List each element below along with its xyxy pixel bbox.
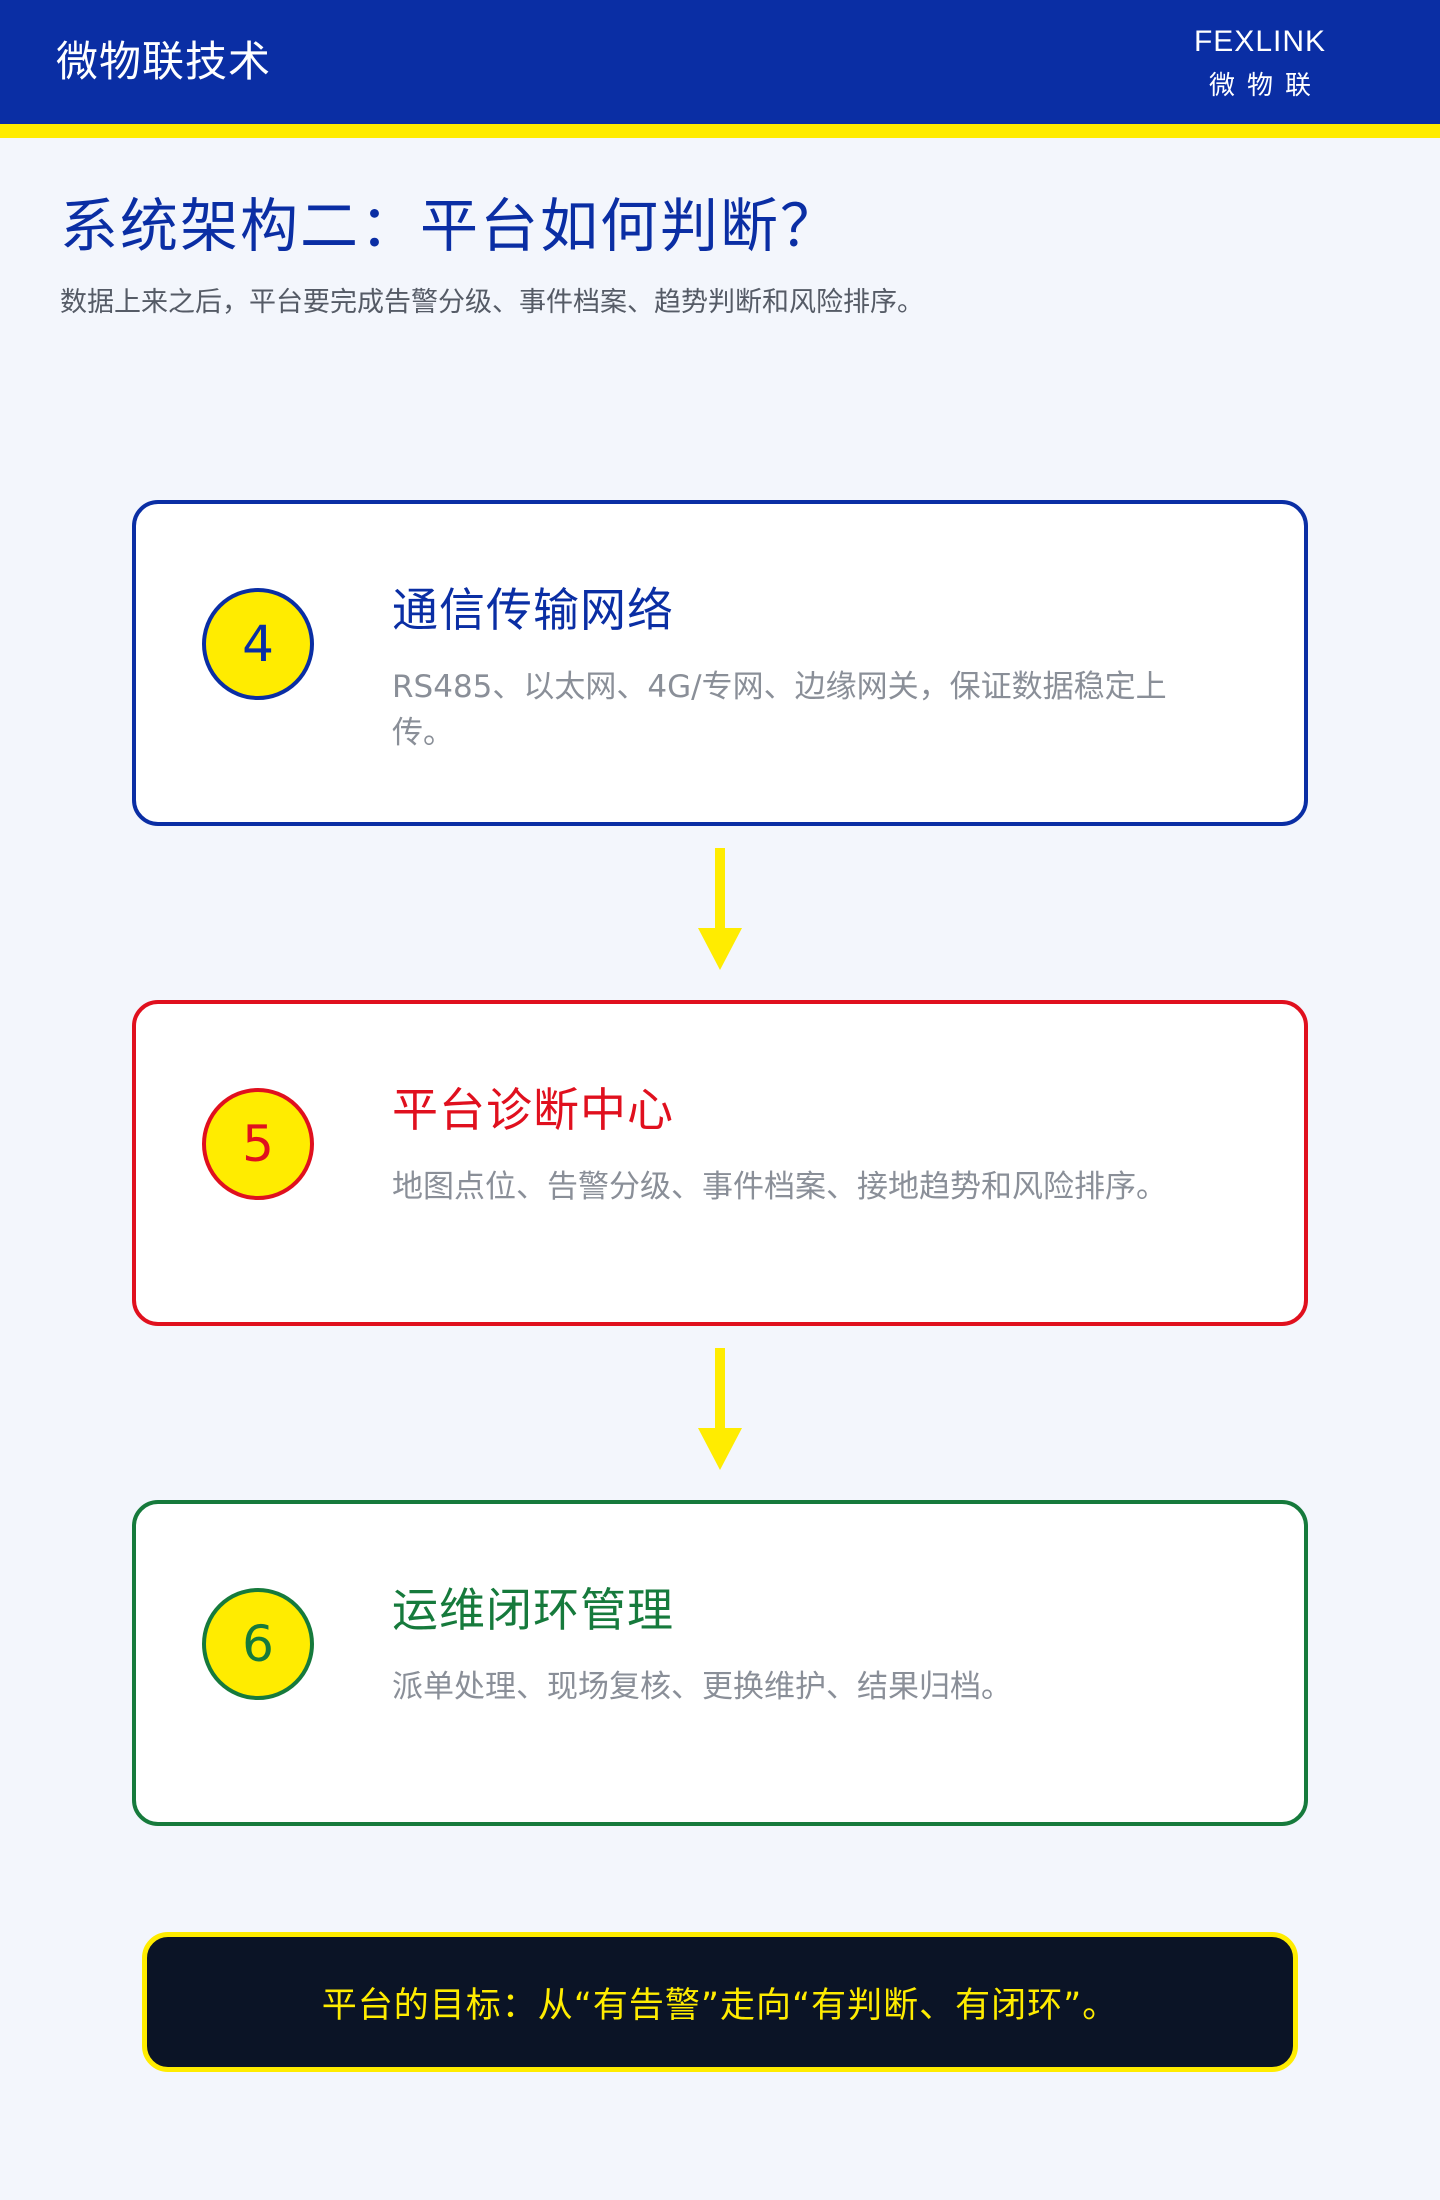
goal-banner: 平台的目标：从“有告警”走向“有判断、有闭环”。 (142, 1932, 1298, 2072)
header-stripe (0, 124, 1440, 138)
step-number-badge: 6 (202, 1588, 314, 1700)
step-description: RS485、以太网、4G/专网、边缘网关，保证数据稳定上传。 (392, 669, 1167, 751)
step-description: 派单处理、现场复核、更换维护、结果归档。 (392, 1669, 1012, 1705)
goal-text: 平台的目标：从“有告警”走向“有判断、有闭环”。 (321, 1985, 1119, 2026)
step-title: 通信传输网络 (392, 583, 674, 637)
logo-subtitle: 微物联 (1208, 71, 1323, 101)
header-bar: 微物联技术 FEXLINK 微物联 (0, 0, 1440, 124)
page-subtitle: 数据上来之后，平台要完成告警分级、事件档案、趋势判断和风险排序。 (60, 287, 924, 318)
fexlink-logo: FEXLINK 微物联 (1160, 24, 1360, 108)
page-title: 系统架构二：平台如何判断？ (60, 192, 841, 260)
brand-title: 微物联技术 (56, 37, 272, 86)
down-arrow-icon (698, 1348, 742, 1470)
step-title: 平台诊断中心 (392, 1083, 674, 1137)
step-number-badge: 4 (202, 588, 314, 700)
down-arrow-icon (698, 848, 742, 970)
step-card-diagnosis: 5 平台诊断中心 地图点位、告警分级、事件档案、接地趋势和风险排序。 (132, 1000, 1308, 1326)
step-title: 运维闭环管理 (392, 1583, 674, 1637)
step-number-badge: 5 (202, 1088, 314, 1200)
step-card-operations: 6 运维闭环管理 派单处理、现场复核、更换维护、结果归档。 (132, 1500, 1308, 1826)
step-description: 地图点位、告警分级、事件档案、接地趋势和风险排序。 (392, 1169, 1167, 1205)
logo-wordmark: FEXLINK (1193, 25, 1327, 58)
step-card-communication: 4 通信传输网络 RS485、以太网、4G/专网、边缘网关，保证数据稳定上传。 (132, 500, 1308, 826)
